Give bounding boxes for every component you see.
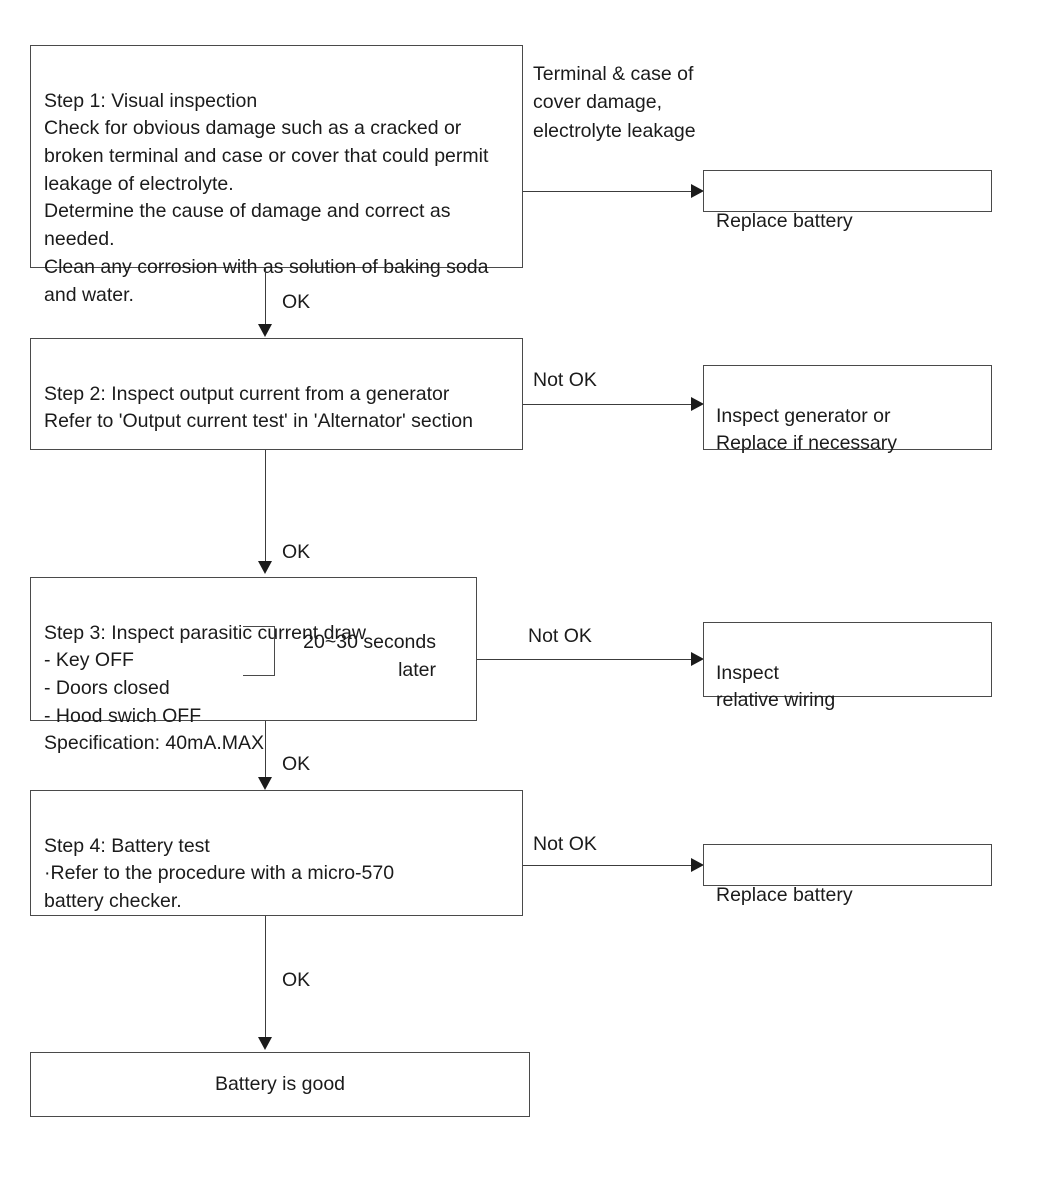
battery-is-good-box[interactable]: Battery is good [30, 1052, 530, 1117]
edge-step3-arrowhead-icon [691, 652, 704, 666]
edge-step1-arrowhead-icon [691, 184, 704, 198]
edge-step3-step4-arrowhead-icon [258, 777, 272, 790]
battery-is-good-text: Battery is good [214, 1072, 346, 1095]
replace-battery-box-2[interactable]: Replace battery [703, 844, 992, 906]
replace-battery-text-1: Replace battery [716, 209, 853, 232]
step-4-box[interactable]: Step 4: Battery test ·Refer to the proce… [30, 790, 523, 916]
edge-step4-to-replace-battery [523, 865, 696, 866]
step-1-text: Step 1: Visual inspection Check for obvi… [44, 89, 489, 306]
timing-bracket-icon [243, 626, 275, 676]
edge-step2-to-step3 [265, 450, 266, 563]
edge-label-ok-2: OK [282, 541, 311, 563]
step-3-box[interactable]: Step 3: Inspect parasitic current draw -… [30, 577, 477, 754]
timing-note-label: 20~30 seconds later [303, 631, 436, 682]
step-1-condition-label: Terminal & case of cover damage, electro… [533, 63, 696, 142]
edge-step1-step2-arrowhead-icon [258, 324, 272, 337]
edge-step4-final-arrowhead-icon [258, 1037, 272, 1050]
step-2-box[interactable]: Step 2: Inspect output current from a ge… [30, 338, 523, 450]
edge-label-not-ok-4: Not OK [533, 833, 597, 855]
inspect-relative-wiring-text: Inspect relative wiring [716, 661, 836, 712]
edge-step4-to-final [265, 916, 266, 1039]
inspect-generator-text: Inspect generator or Replace if necessar… [716, 404, 898, 455]
edge-label-not-ok-2: Not OK [533, 369, 597, 391]
replace-battery-text-2: Replace battery [716, 883, 853, 906]
edge-label-ok-3: OK [282, 753, 311, 775]
inspect-relative-wiring-box[interactable]: Inspect relative wiring [703, 622, 992, 711]
replace-battery-box-1[interactable]: Replace battery [703, 170, 992, 232]
edge-label-not-ok-3: Not OK [528, 625, 592, 647]
edge-step4-arrowhead-icon [691, 858, 704, 872]
edge-step3-to-inspect-wiring [477, 659, 696, 660]
step-2-text: Step 2: Inspect output current from a ge… [44, 382, 473, 433]
edge-step2-to-inspect-generator [523, 404, 696, 405]
edge-step2-step3-arrowhead-icon [258, 561, 272, 574]
edge-step1-to-replace-battery [523, 191, 696, 192]
inspect-generator-box[interactable]: Inspect generator or Replace if necessar… [703, 365, 992, 454]
step-3-text: Step 3: Inspect parasitic current draw -… [44, 621, 366, 755]
edge-label-ok-4: OK [282, 969, 311, 991]
step-4-text: Step 4: Battery test ·Refer to the proce… [44, 834, 395, 913]
edge-label-ok-1: OK [282, 291, 311, 313]
edge-step3-to-step4 [265, 721, 266, 779]
edge-step1-to-step2 [265, 268, 266, 326]
edge-step2-arrowhead-icon [691, 397, 704, 411]
step-1-box[interactable]: Step 1: Visual inspection Check for obvi… [30, 45, 523, 306]
